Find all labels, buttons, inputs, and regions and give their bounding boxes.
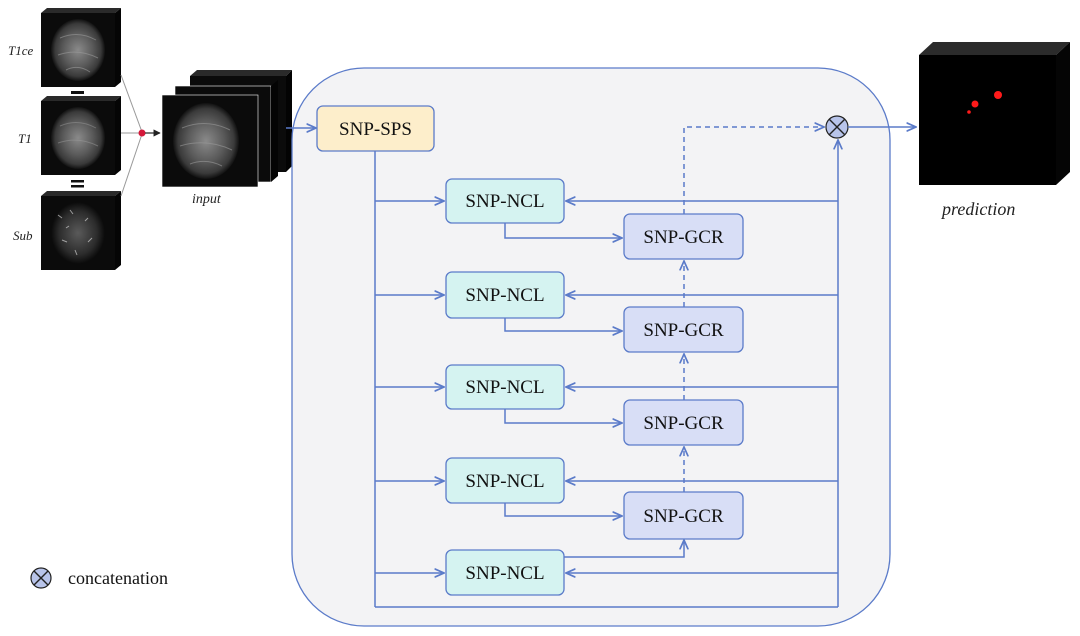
- minus-sign-icon: [71, 91, 84, 94]
- ncl-label-5: SNP-NCL: [465, 563, 544, 584]
- input-label: input: [192, 192, 222, 207]
- ncl-label-1: SNP-NCL: [465, 191, 544, 212]
- sub-label: Sub: [13, 228, 33, 243]
- gcr-dashed-links: [684, 127, 824, 492]
- network-panel: [291, 67, 891, 627]
- ncl-row-4: SNP-NCL: [375, 457, 838, 516]
- gcr-block-4: SNP-GCR: [623, 491, 744, 540]
- t1-label: T1: [18, 131, 32, 146]
- t1ce-slice: [41, 8, 121, 87]
- t1ce-label: T1ce: [8, 43, 34, 58]
- ncl-row-1: SNP-NCL: [375, 178, 838, 238]
- gcr-block-3: SNP-GCR: [623, 399, 744, 446]
- ncl-label-2: SNP-NCL: [465, 285, 544, 306]
- sub-slice: [41, 191, 121, 270]
- ncl-row-5: SNP-NCL: [375, 540, 838, 596]
- legend: concatenation: [30, 567, 168, 589]
- ncl-label-3: SNP-NCL: [465, 377, 544, 398]
- lesion-dot-icon: [994, 91, 1002, 99]
- ncl-row-3: SNP-NCL: [375, 364, 838, 423]
- gcr-label-4: SNP-GCR: [643, 506, 724, 527]
- gcr-label-2: SNP-GCR: [643, 320, 724, 341]
- sps-label: SNP-SPS: [339, 119, 412, 140]
- lesion-dot-icon: [971, 100, 979, 108]
- gcr-block-1: SNP-GCR: [623, 213, 744, 260]
- legend-label: concatenation: [68, 568, 168, 588]
- gcr-block-2: SNP-GCR: [623, 306, 744, 353]
- gcr-label-1: SNP-GCR: [643, 227, 724, 248]
- ncl-label-4: SNP-NCL: [465, 471, 544, 492]
- prediction-volume: [919, 42, 1070, 185]
- concat-node-icon: [825, 115, 849, 139]
- sps-block: SNP-SPS: [316, 105, 435, 152]
- ncl-row-2: SNP-NCL: [375, 271, 838, 331]
- lesion-dot-icon: [967, 110, 971, 114]
- merge-lines: [120, 74, 161, 197]
- t1-slice: [41, 96, 121, 175]
- equals-sign-icon: [71, 180, 84, 183]
- input-volume-stack: [161, 70, 292, 188]
- merge-dot-icon: [138, 129, 146, 137]
- gcr-label-3: SNP-GCR: [643, 413, 724, 434]
- prediction-label: prediction: [940, 199, 1015, 219]
